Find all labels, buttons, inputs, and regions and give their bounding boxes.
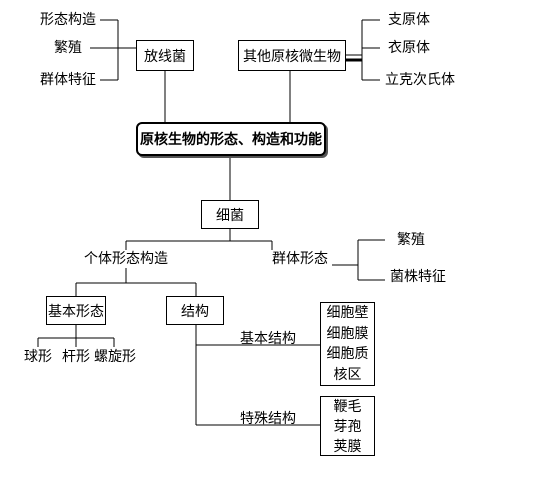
shape-rod: 杆形: [62, 349, 90, 365]
actino-child-colony: 群体特征: [40, 72, 96, 88]
actino-child-morphology: 形态构造: [40, 12, 96, 28]
special-structure-label: 特殊结构: [240, 411, 296, 427]
structure-node: 结构: [166, 296, 224, 325]
flagellum: 鞭毛: [333, 399, 362, 415]
spore: 芽孢: [333, 419, 362, 435]
capsule: 荚膜: [333, 439, 362, 455]
shape-sphere: 球形: [24, 349, 52, 365]
mycoplasma-label: 支原体: [388, 12, 430, 28]
basic-shape-node: 基本形态: [46, 296, 106, 325]
basic-structure-label: 基本结构: [240, 331, 296, 347]
group-child-reproduction: 繁殖: [397, 232, 425, 248]
bacteria-node: 细菌: [201, 200, 259, 229]
group-child-strain: 菌株特征: [390, 269, 446, 285]
rickettsia-label: 立克次氏体: [385, 72, 455, 88]
actino-child-reproduction: 繁殖: [54, 40, 82, 56]
group-morphology-label: 群体形态: [272, 251, 328, 267]
root-node: 原核生物的形态、构造和功能: [136, 122, 326, 156]
nucleoid: 核区: [333, 366, 362, 383]
individual-morphology-label: 个体形态构造: [84, 251, 168, 267]
other-prokaryotes-node: 其他原核微生物: [238, 40, 346, 71]
chlamydia-label: 衣原体: [388, 40, 430, 56]
shape-spiral: 螺旋形: [94, 349, 136, 365]
basic-structure-list: 细胞壁 细胞膜 细胞质 核区: [320, 302, 375, 386]
cell-wall: 细胞壁: [326, 305, 369, 322]
cell-membrane: 细胞膜: [326, 325, 369, 342]
cytoplasm: 细胞质: [326, 346, 369, 363]
special-structure-list: 鞭毛 芽孢 荚膜: [320, 396, 375, 456]
actinomycetes-node: 放线菌: [136, 40, 194, 71]
